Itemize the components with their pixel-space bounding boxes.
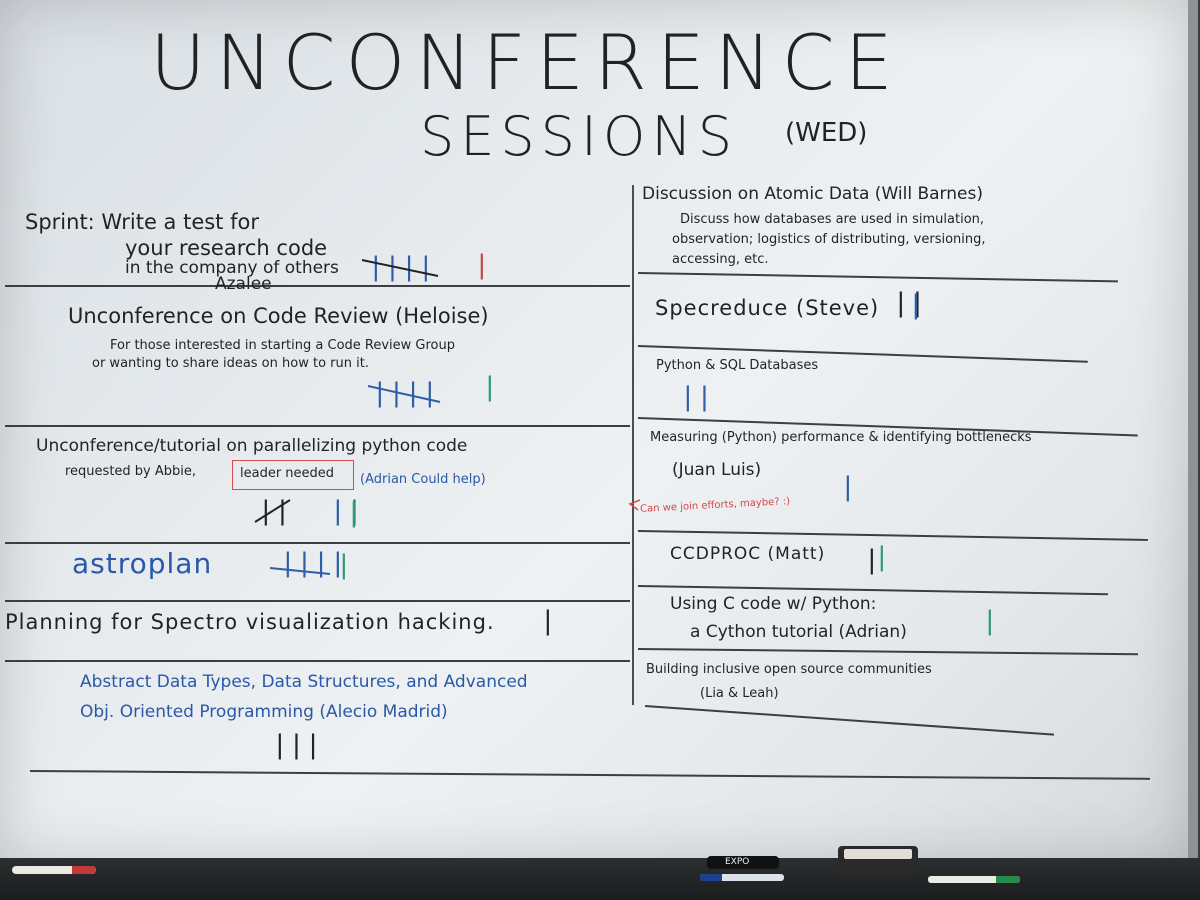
session-text: Azalee — [215, 274, 272, 294]
vote-tally: || — [330, 496, 364, 526]
black-marker[interactable]: EXPO — [707, 856, 779, 869]
session-text: or wanting to share ideas on how to run … — [92, 356, 369, 371]
green-marker[interactable] — [928, 876, 1020, 883]
vote-tally: |||| — [372, 378, 439, 408]
vote-tally: ||| — [272, 730, 322, 760]
board-title: UNCONFERENCE — [150, 18, 903, 107]
vote-tally: |||| — [368, 252, 435, 282]
board-subtitle: SESSIONS — [420, 105, 739, 168]
session-title: Planning for Spectro visualization hacki… — [5, 610, 495, 634]
session-text: requested by Abbie, — [65, 464, 197, 479]
session-text: Obj. Oriented Programming (Alecio Madrid… — [80, 702, 448, 722]
vote-mark: | — [874, 542, 891, 572]
session-text: your research code — [125, 236, 328, 260]
session-text: a Cython tutorial (Adrian) — [690, 622, 907, 642]
vote-tally: | — [982, 606, 999, 636]
vote-mark: | — [336, 550, 353, 580]
highlight-box — [232, 460, 354, 490]
red-marker[interactable] — [12, 866, 96, 874]
marker-cap — [700, 874, 722, 881]
row-divider — [5, 600, 630, 602]
vote-mark: | — [482, 372, 499, 402]
row-divider — [5, 542, 630, 544]
vote-tally: | — [540, 606, 557, 636]
eraser-label — [844, 849, 912, 859]
marker-tray: EXPO — [0, 846, 1200, 900]
session-title: Discussion on Atomic Data (Will Barnes) — [642, 184, 983, 204]
vote-tally: || — [893, 288, 927, 318]
session-title: Sprint: Write a test for — [25, 210, 259, 234]
session-title: astroplan — [72, 547, 213, 580]
helper-note: (Adrian Could help) — [360, 472, 486, 487]
session-title: Abstract Data Types, Data Structures, an… — [80, 672, 528, 692]
session-text: observation; logistics of distributing, … — [672, 232, 986, 247]
vote-tally: | — [840, 472, 857, 502]
marker-label: EXPO — [725, 857, 750, 867]
board-day: (WED) — [785, 118, 868, 148]
column-divider — [632, 185, 634, 705]
tally-strikes — [254, 259, 641, 575]
row-divider — [5, 425, 630, 427]
session-text: For those interested in starting a Code … — [110, 338, 455, 353]
session-text: Discuss how databases are used in simula… — [680, 212, 985, 227]
blue-marker[interactable] — [700, 874, 784, 881]
session-text: accessing, etc. — [672, 252, 769, 267]
leader-needed-text: leader needed — [240, 466, 335, 481]
session-title: Unconference/tutorial on parallelizing p… — [36, 436, 468, 456]
marker-cap — [996, 876, 1020, 883]
vote-tally: || — [680, 382, 714, 412]
session-title: Python & SQL Databases — [656, 358, 819, 373]
eraser[interactable] — [838, 846, 918, 874]
session-text: (Lia & Leah) — [700, 686, 779, 701]
row-divider — [5, 285, 630, 287]
vote-mark: | — [346, 498, 363, 528]
session-text: (Juan Luis) — [672, 460, 762, 480]
session-title: Unconference on Code Review (Heloise) — [68, 304, 489, 328]
row-divider — [5, 660, 630, 662]
vote-mark: | — [908, 290, 925, 320]
session-title: Building inclusive open source communiti… — [646, 662, 932, 677]
vote-mark: | — [474, 250, 491, 280]
session-title: Specreduce (Steve) — [655, 296, 880, 320]
session-text: in the company of others — [125, 258, 339, 278]
marker-cap — [72, 866, 96, 874]
whiteboard: UNCONFERENCE SESSIONS (WED) Sprint: Writ… — [0, 0, 1198, 862]
session-title: Using C code w/ Python: — [670, 594, 877, 614]
session-title: CCDPROC (Matt) — [670, 544, 826, 564]
session-title: Measuring (Python) performance & identif… — [650, 430, 1032, 445]
vote-tally: | — [864, 545, 881, 575]
